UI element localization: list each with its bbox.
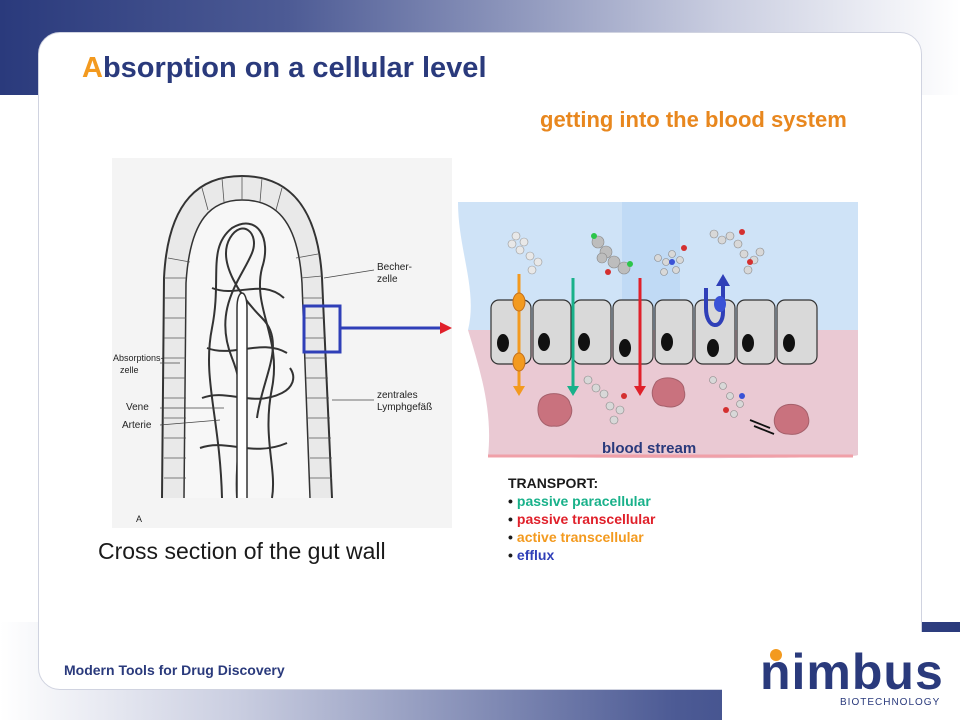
cell-7 — [736, 299, 776, 365]
molecules-blood — [537, 375, 810, 435]
logo-container — [722, 632, 960, 720]
cell-1 — [490, 299, 532, 365]
villus-cross-section-illustration: Becher- zelle Absorptions- zelle Vene Ar… — [112, 158, 452, 528]
label-lymph-1: zentrales — [377, 390, 418, 401]
company-tagline: BIOTECHNOLOGY — [840, 697, 941, 708]
efflux-arrow — [704, 274, 730, 327]
slide-title: Absorption on a cellular level — [82, 52, 487, 84]
transport-legend: TRANSPORT: •passive paracellular •passiv… — [508, 474, 655, 564]
transcellular-arrow — [634, 278, 646, 396]
label-arterie: Arterie — [122, 420, 152, 431]
active-transport-arrow — [512, 274, 526, 396]
label-lymph-2: Lymphgefäß — [377, 402, 432, 413]
transport-item-efflux: •efflux — [508, 547, 555, 563]
transport-item-transcellular: •passive transcellular — [508, 511, 656, 527]
transport-heading: TRANSPORT: — [508, 475, 599, 491]
label-becherzelle-1: Becher- — [377, 262, 412, 273]
figure-letter: A — [136, 514, 142, 524]
cell-3 — [572, 299, 612, 365]
footer-text: Modern Tools for Drug Discovery — [64, 662, 285, 678]
slide-subtitle: getting into the blood system — [540, 107, 847, 132]
cellular-transport-diagram: blood stream — [458, 202, 858, 459]
label-absorptionszelle-2: zelle — [120, 365, 139, 375]
label-absorptionszelle-1: Absorptions- — [113, 353, 164, 363]
cell-5 — [654, 299, 694, 365]
company-logo: nimbus — [760, 644, 944, 700]
transport-item-paracellular: •passive paracellular — [508, 493, 651, 509]
molecules-lumen — [507, 229, 765, 276]
label-becherzelle-2: zelle — [377, 274, 398, 285]
cell-8 — [776, 299, 818, 365]
blood-stream-label: blood stream — [602, 440, 696, 457]
cell-4 — [612, 299, 654, 365]
logo-dot-icon — [770, 649, 782, 661]
zoom-arrow-head — [440, 322, 452, 334]
transport-item-active: •active transcellular — [508, 529, 644, 545]
paracellular-arrow — [567, 278, 579, 396]
figure-caption: Cross section of the gut wall — [98, 538, 386, 564]
cell-2 — [532, 299, 572, 365]
highlight-box — [302, 304, 342, 354]
zoom-indicator — [302, 304, 452, 354]
label-vene: Vene — [126, 402, 149, 413]
